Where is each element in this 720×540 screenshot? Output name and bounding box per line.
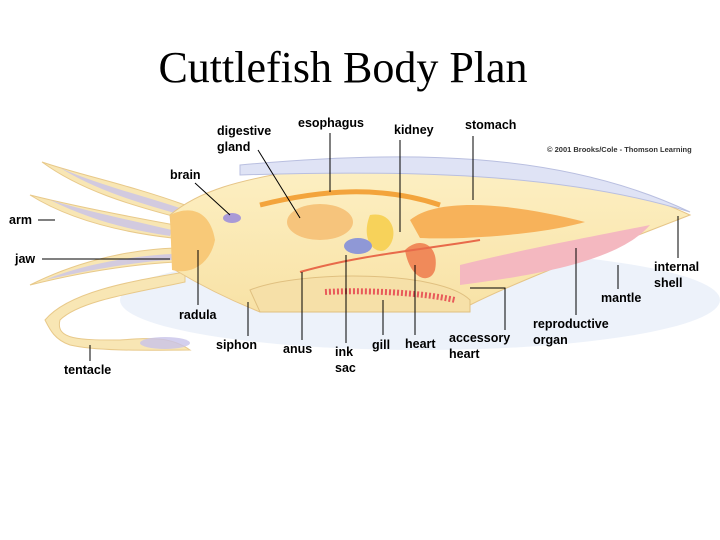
esophagus-organ: [259, 189, 441, 208]
diagram-title: Cuttlefish Body Plan: [158, 43, 528, 92]
label-brain: brain: [170, 168, 201, 182]
heart-organ: [405, 242, 436, 279]
intestine: [299, 239, 481, 273]
label-esophagus: esophagus: [298, 116, 364, 130]
label-line: internal: [654, 260, 700, 274]
label-gill: gill: [372, 338, 391, 352]
kidney-organ: [366, 214, 394, 251]
internal-shell: [239, 156, 691, 213]
ink-sac-organ: [344, 238, 372, 254]
label-line: shell: [654, 276, 683, 290]
label-line: sac: [335, 361, 356, 375]
label-arm: arm: [9, 213, 32, 227]
label-accessory-heart: accessory heart: [449, 330, 510, 362]
label-line: heart: [449, 347, 480, 361]
label-radula: radula: [179, 308, 217, 322]
label-line: digestive: [217, 124, 272, 138]
label-internal-shell: internal shell: [654, 259, 699, 291]
stomach-organ: [410, 204, 585, 239]
leader-lines: [38, 133, 679, 361]
head-jaw: [170, 210, 215, 272]
label-line: ink: [335, 345, 354, 359]
label-digestive-gland: digestive gland: [217, 123, 271, 155]
digestive-gland-organ: [287, 204, 353, 240]
label-siphon: siphon: [216, 338, 257, 352]
copyright-notice: © 2001 Brooks/Cole - Thomson Learning: [547, 145, 692, 154]
label-mantle: mantle: [601, 291, 642, 305]
suckers: [45, 168, 190, 349]
label-kidney: kidney: [394, 123, 434, 137]
brain-organ: [223, 213, 241, 223]
label-line: gland: [217, 140, 251, 154]
reproductive-organ-shape: [460, 225, 650, 285]
label-jaw: jaw: [15, 252, 36, 266]
label-line: reproductive: [533, 317, 609, 331]
label-line: organ: [533, 333, 568, 347]
label-heart: heart: [405, 337, 436, 351]
label-reproductive-organ: reproductive organ: [533, 316, 609, 348]
label-tentacle: tentacle: [64, 363, 112, 377]
label-anus: anus: [283, 342, 313, 356]
label-line: accessory: [449, 331, 511, 345]
gill-organ: [324, 288, 456, 303]
label-ink-sac: ink sac: [335, 344, 356, 376]
label-stomach: stomach: [465, 118, 517, 132]
